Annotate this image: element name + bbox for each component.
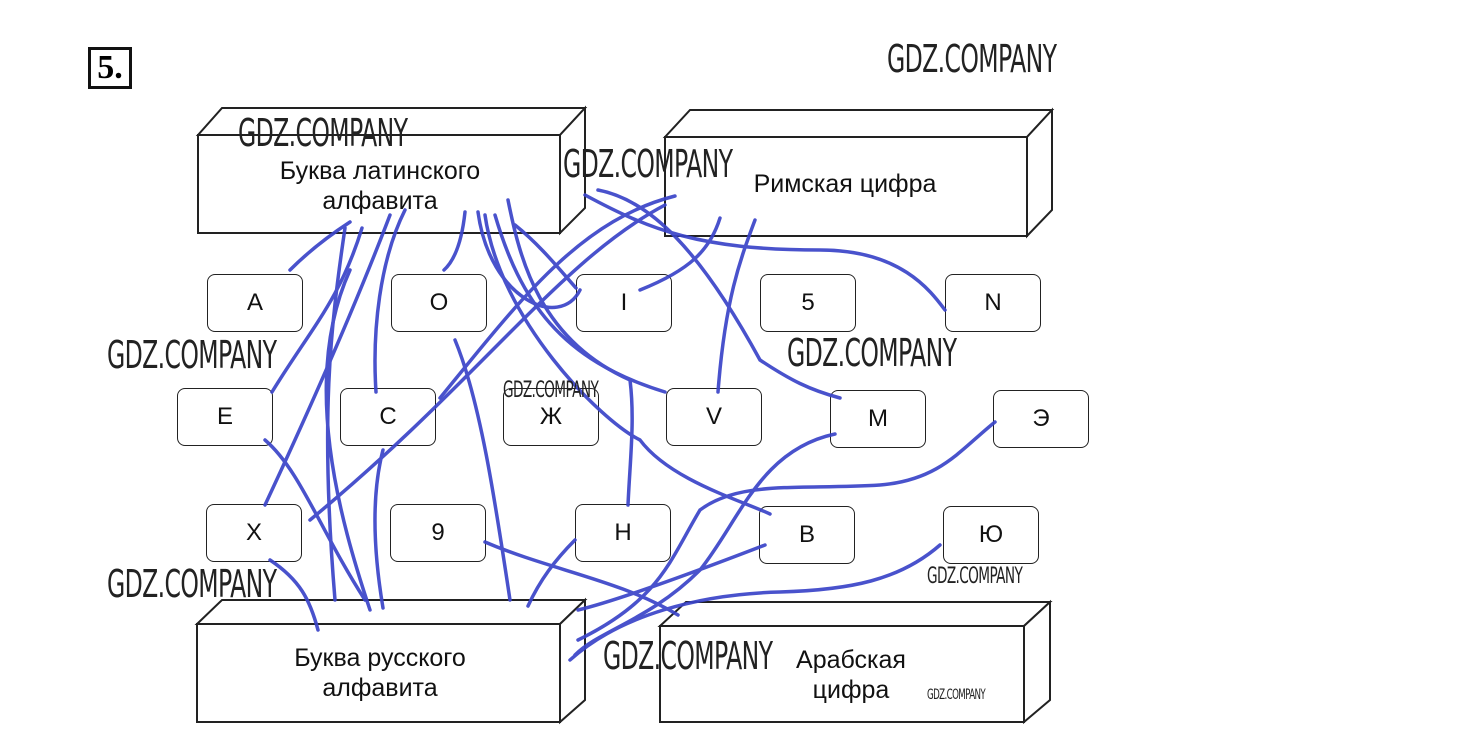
tile-e-reversed: Э bbox=[993, 390, 1089, 448]
tile-x: X bbox=[206, 504, 302, 562]
watermark: GDZ.COMPANY bbox=[927, 687, 986, 703]
tile-zh: Ж bbox=[503, 388, 599, 446]
tile-label: V bbox=[705, 403, 722, 430]
latin-box-front bbox=[197, 134, 561, 234]
watermark: GDZ.COMPANY bbox=[603, 634, 773, 678]
roman-box-front bbox=[664, 136, 1028, 237]
tile-label: 9 bbox=[431, 519, 445, 546]
tile-label: Ю bbox=[978, 521, 1004, 548]
watermark: GDZ.COMPANY bbox=[238, 111, 408, 155]
category-russian: Буква русского алфавита bbox=[294, 644, 466, 702]
watermark: GDZ.COMPANY bbox=[887, 37, 1057, 81]
tile-label: B bbox=[798, 521, 815, 548]
watermark: GDZ.COMPANY bbox=[787, 331, 957, 375]
watermark: GDZ.COMPANY bbox=[107, 333, 277, 377]
tile-n: N bbox=[945, 274, 1041, 332]
tile-9: 9 bbox=[390, 504, 486, 562]
exercise-number: 5. bbox=[88, 47, 132, 89]
tile-label: O bbox=[429, 289, 449, 316]
tile-o: O bbox=[391, 274, 487, 332]
tile-label: I bbox=[620, 289, 628, 316]
tile-b: B bbox=[759, 506, 855, 564]
category-roman: Римская цифра bbox=[753, 170, 937, 198]
tile-label: C bbox=[379, 403, 397, 430]
watermark: GDZ.COMPANY bbox=[503, 378, 599, 403]
russian-box-front bbox=[196, 623, 561, 723]
tile-label: M bbox=[868, 405, 888, 432]
tile-yu: Ю bbox=[943, 506, 1039, 564]
tile-i: I bbox=[576, 274, 672, 332]
tile-a: A bbox=[207, 274, 303, 332]
tile-c: C bbox=[340, 388, 436, 446]
tile-v: V bbox=[666, 388, 762, 446]
watermark: GDZ.COMPANY bbox=[563, 142, 733, 186]
watermark: GDZ.COMPANY bbox=[927, 564, 1023, 589]
tile-m: M bbox=[830, 390, 926, 448]
tile-e: E bbox=[177, 388, 273, 446]
tile-label: X bbox=[245, 519, 262, 546]
category-arabic: Арабская цифра bbox=[796, 646, 906, 704]
tile-5: 5 bbox=[760, 274, 856, 332]
tile-label: E bbox=[216, 403, 233, 430]
tile-h: H bbox=[575, 504, 671, 562]
tile-label: 5 bbox=[801, 289, 815, 316]
tile-label: H bbox=[614, 519, 632, 546]
watermark: GDZ.COMPANY bbox=[107, 562, 277, 606]
tile-label: A bbox=[246, 289, 263, 316]
arabic-box-front bbox=[659, 625, 1025, 723]
category-latin: Буква латинского алфавита bbox=[279, 157, 481, 215]
tile-label: Э bbox=[1032, 405, 1050, 432]
tile-label: Ж bbox=[539, 403, 563, 430]
tile-label: N bbox=[984, 289, 1002, 316]
